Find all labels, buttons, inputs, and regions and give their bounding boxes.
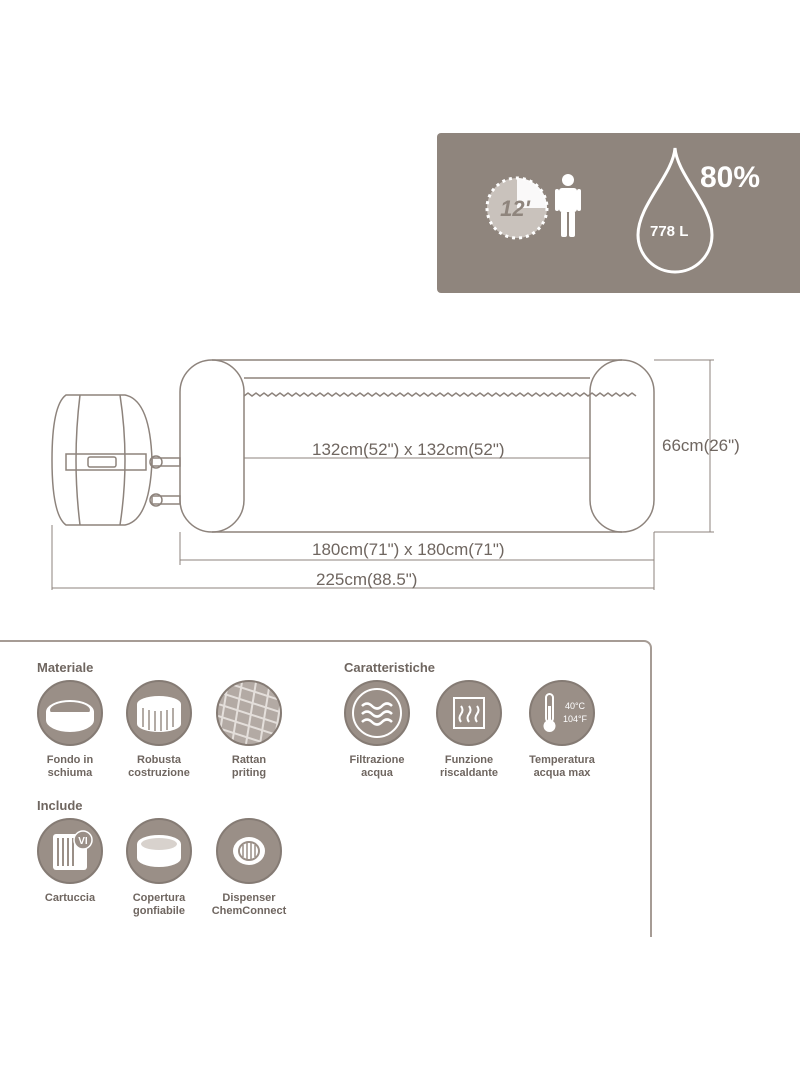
water-drop-icon bbox=[636, 147, 714, 274]
spec-banner: 12' 80% 778 L bbox=[437, 133, 800, 293]
inner-dimension: 132cm(52") x 132cm(52") bbox=[312, 440, 505, 459]
timer-icon: 12' bbox=[485, 176, 549, 240]
include-cartridge: VI Cartuccia bbox=[25, 818, 115, 905]
person-icon bbox=[555, 174, 581, 237]
foam-floor-icon bbox=[37, 680, 103, 746]
outer-dimension: 180cm(71") x 180cm(71") bbox=[312, 540, 505, 559]
spa-wall-right bbox=[589, 359, 655, 533]
water-filtration-icon bbox=[344, 680, 410, 746]
materials-title: Materiale bbox=[37, 660, 94, 675]
height-dimension: 66cm(26") bbox=[662, 436, 740, 455]
includes-title: Include bbox=[37, 798, 83, 813]
filter-cartridge-icon: VI bbox=[37, 818, 103, 884]
spa-wall-left bbox=[179, 359, 245, 533]
heating-icon bbox=[436, 680, 502, 746]
volume-value: 778 L bbox=[650, 223, 689, 240]
rattan-texture-icon bbox=[216, 680, 282, 746]
chem-dispenser-icon bbox=[216, 818, 282, 884]
total-dimension: 225cm(88.5") bbox=[316, 570, 418, 589]
inflatable-cover-icon bbox=[126, 818, 192, 884]
thermometer-icon: 40°C 104°F bbox=[529, 680, 595, 746]
svg-text:40°C: 40°C bbox=[565, 701, 586, 711]
features-title: Caratteristiche bbox=[344, 660, 436, 675]
humidity-value: 80% bbox=[700, 161, 761, 194]
svg-text:104°F: 104°F bbox=[563, 714, 588, 724]
features-panel bbox=[0, 640, 652, 937]
spa-drawing bbox=[51, 359, 714, 590]
svg-text:VI: VI bbox=[78, 836, 88, 847]
timer-value: 12' bbox=[500, 196, 530, 221]
pump-unit bbox=[51, 394, 153, 526]
sturdy-wall-icon bbox=[126, 680, 192, 746]
